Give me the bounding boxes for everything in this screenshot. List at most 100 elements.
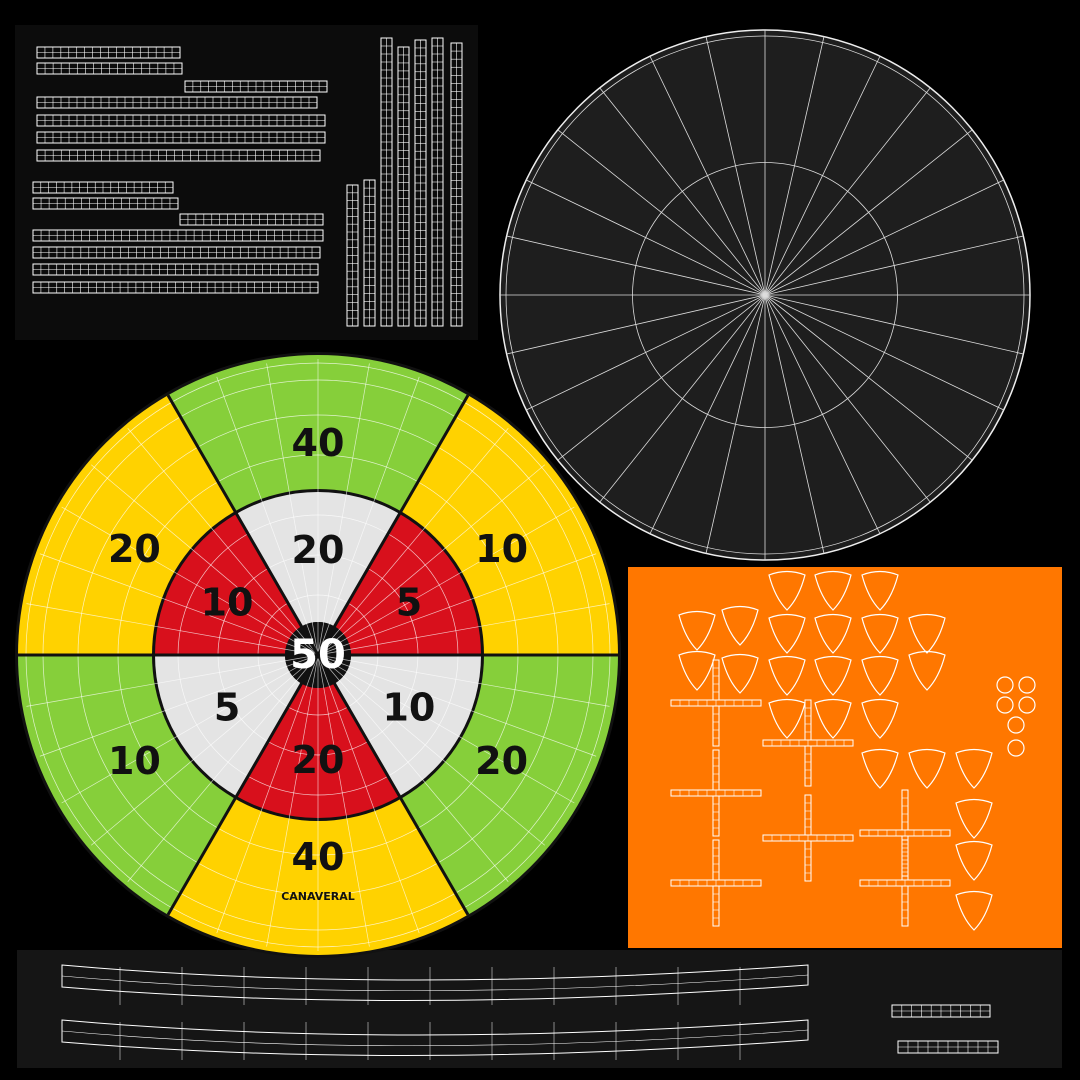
wire-spoke [127,654,319,882]
wire-spoke [61,506,319,656]
wedge-uv [861,748,899,789]
post-uv [712,885,720,927]
disc-spoke [764,129,973,296]
orange-background [628,567,1062,948]
disc-spoke [764,235,1024,296]
wire-spoke [216,654,319,934]
outer-sector [399,655,618,915]
wire-spoke [317,654,509,882]
wedge-uv [814,613,852,654]
outer-sector [18,655,237,915]
rail-uv [61,964,809,1001]
wire-spoke [216,376,319,656]
wedge-uv [861,655,899,696]
inner-sector [155,655,302,797]
wire-spoke [91,654,319,846]
outer-score-4: 40 [292,835,345,879]
strip-uv-panel [15,25,478,340]
disc-spoke [557,129,766,296]
post-uv [901,839,909,881]
disc-part-uv [1018,696,1036,714]
post-uv [712,659,720,701]
disc-spoke [599,87,766,296]
wedge-uv [861,613,899,654]
rail-uv [61,1019,809,1056]
wire-spoke [91,464,319,656]
wedge-uv [721,653,759,694]
outer-score-0: 10 [475,527,528,571]
post-uv [804,699,812,741]
post-uv [901,789,909,831]
wire-spoke [317,654,545,846]
wedge-uv [908,613,946,654]
wedge-uv [861,698,899,739]
dartboard: 10 40 20 10 40 20 5 20 10 5 20 10 50 CAN… [15,352,621,958]
inner-sector [334,655,481,797]
disc-spoke [506,294,766,355]
wedge-uv [908,650,946,691]
disc-spoke [557,294,766,461]
rail-uv-edge [61,974,809,992]
wedge-uv [814,570,852,611]
wire-spoke [317,428,509,656]
wedge-uv [678,650,716,691]
wire-spoke [317,654,597,757]
inner-score-2: 10 [201,581,254,625]
wedge-uv [768,570,806,611]
post-uv [804,794,812,836]
disc-spoke [599,294,766,503]
wedge-uv [678,610,716,651]
wire-spoke [127,428,319,656]
wedge-uv [768,655,806,696]
disc-part-uv [1018,676,1036,694]
inner-score-1: 20 [292,528,345,572]
wire-spoke [317,654,420,934]
disc-spoke [649,56,766,296]
bullseye-score: 50 [290,632,346,678]
inner-score-4: 20 [292,738,345,782]
disc-spoke [526,179,766,296]
sector-divider [316,394,470,656]
wire-spoke [26,603,319,656]
wedge-uv [908,748,946,789]
sector-divider [166,394,320,656]
disc-part-uv [1007,716,1025,734]
wire-spoke [317,654,610,707]
brand-label: CANAVERAL [281,890,355,903]
outer-score-3: 10 [108,739,161,783]
disc-spoke [764,294,931,503]
sector-divider [316,654,470,916]
disc-spoke [526,294,766,411]
outer-sector [18,395,237,655]
outer-sector [399,395,618,655]
disc-spoke [506,235,766,296]
disc-spoke [705,36,766,296]
wire-spoke [317,553,597,656]
bottom-rails-uv-panel [17,950,1062,1068]
wedge-uv [955,840,993,881]
wedge-uv [955,890,993,931]
inner-sector [334,513,481,655]
wire-spoke [317,654,575,804]
wedge-uv [861,570,899,611]
post-uv [712,705,720,747]
disc-spoke [764,294,825,554]
wire-spoke [26,654,319,707]
disc-spoke [649,294,766,534]
wire-spoke [317,464,545,656]
wedge-uv [955,748,993,789]
wedge-uv [721,605,759,646]
disc-part-uv [996,696,1014,714]
wedge-uv [955,798,993,839]
outer-score-2: 20 [108,527,161,571]
wedge-uv [814,698,852,739]
wire-spoke [317,376,420,656]
inner-score-0: 5 [396,581,422,625]
wire-spoke [266,363,319,656]
disc-spoke [764,56,881,296]
disc-part-uv [996,676,1014,694]
post-uv [712,749,720,791]
disc-spoke [764,294,1024,355]
wire-spoke [61,654,319,804]
dark-disc-uv [499,29,1031,561]
